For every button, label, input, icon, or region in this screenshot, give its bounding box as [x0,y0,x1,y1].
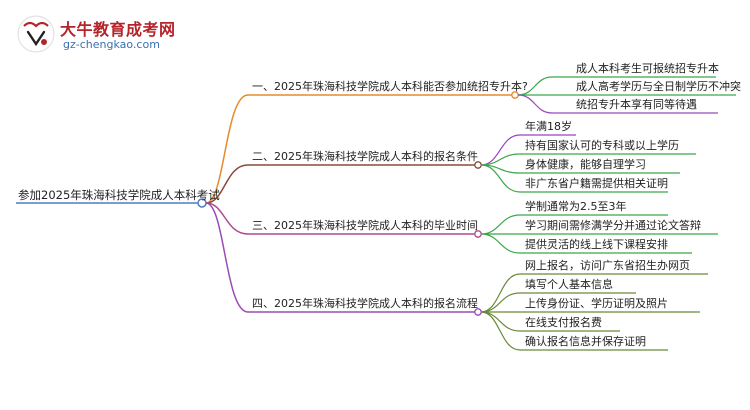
b4-leaf-1: 网上报名，访问广东省招生办网页 [525,259,690,272]
b4-leaf-2-connector [480,292,636,313]
b1-leaf-2: 成人高考学历与全日制学历不冲突 [576,80,741,93]
b4-leaf-2: 填写个人基本信息 [525,278,613,291]
mindmap-root: 参加2025年珠海科技学院成人本科考试 [18,188,220,202]
b4-leaf-5: 确认报名信息并保存证明 [525,335,646,348]
logo-url: gz-chengkao.com [63,38,160,51]
b3-leaf-3-connector [480,233,692,254]
b3-leaf-1: 学制通常为2.5至3年 [525,200,627,213]
branch-1-connector [205,94,249,204]
b2-leaf-4-connector [480,164,668,193]
bull-logo-icon [17,15,55,53]
b2-leaf-1: 年满18岁 [525,120,572,133]
branch-1-label: 一、2025年珠海科技学院成人本科能否参加统招专升本? [252,80,528,93]
b3-leaf-2: 学习期间需修满学分并通过论文答辩 [525,219,701,232]
b1-leaf-1-connector [517,76,716,96]
b3-leaf-1-connector [480,214,668,235]
b4-leaf-1-connector [480,273,708,313]
b4-leaf-5-connector [480,311,668,351]
branch-3-connector [205,202,249,235]
b2-leaf-2: 持有国家认可的专科或以上学历 [525,139,679,152]
branch-4-label: 四、2025年珠海科技学院成人本科的报名流程 [252,297,478,310]
logo-title: 大牛教育成考网 [60,20,176,39]
b1-leaf-3: 统招专升本享有同等待遇 [576,98,697,111]
b2-leaf-4: 非广东省户籍需提供相关证明 [525,177,668,190]
b1-leaf-3-connector [517,94,718,114]
b2-leaf-2-connector [480,153,696,166]
b4-leaf-4: 在线支付报名费 [525,316,602,329]
branch-2-label: 二、2025年珠海科技学院成人本科的报名条件 [252,150,478,163]
b4-leaf-3: 上传身份证、学历证明及照片 [525,297,668,310]
branch-3-label: 三、2025年珠海科技学院成人本科的毕业时间 [252,219,478,232]
site-logo[interactable]: 大牛教育成考网 gz-chengkao.com [16,14,175,54]
b1-leaf-1: 成人本科考生可报统招专升本 [576,62,719,75]
b3-leaf-3: 提供灵活的线上线下课程安排 [525,238,668,251]
branch-4-connector [205,202,249,313]
b2-leaf-3: 身体健康，能够自理学习 [525,158,646,171]
branch-2-connector [205,164,249,204]
